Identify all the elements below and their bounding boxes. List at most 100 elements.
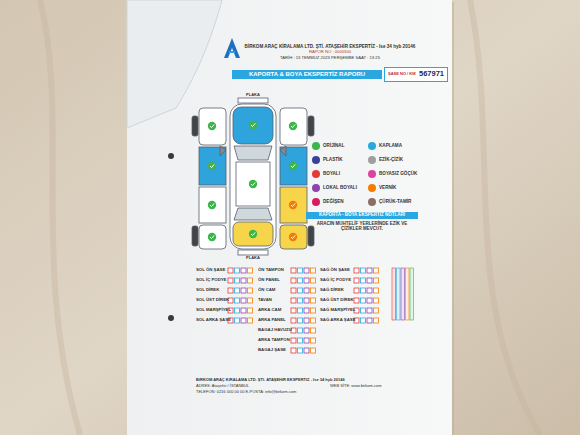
legend-swatch <box>368 198 376 206</box>
vertical-legend-strips <box>392 268 414 320</box>
legend-label: DEĞİŞEN <box>323 199 344 204</box>
footer-text: ADRES: Ataşehir / İSTANBUL <box>196 384 249 388</box>
table-row-label: ARKA TAMPON <box>258 338 290 343</box>
checkbox <box>235 308 240 313</box>
table-row-label: ARKA CAM <box>258 308 281 313</box>
checkbox <box>304 288 309 293</box>
table-row-label: BAGAJ HAVUZU <box>258 328 292 333</box>
checkbox <box>311 318 316 323</box>
legend-entry: DEĞİŞEN <box>312 198 344 206</box>
checkbox <box>298 288 303 293</box>
report-number: RAPOR NO : 0000300 <box>309 50 351 55</box>
notes-band: KAPORTA - BOYA EKSPERTİZ NOTLARI <box>306 212 418 219</box>
legend-entry: ORİJİNAL <box>312 142 344 150</box>
checkbox <box>304 348 309 353</box>
table-row-label: SAĞ ÜST DİREK <box>320 298 354 303</box>
paper-sheet <box>127 0 452 435</box>
legend-swatch <box>368 184 376 192</box>
checkbox <box>367 278 372 283</box>
checkbox <box>304 278 309 283</box>
legend-entry: BOYASIZ GÖÇÜK <box>368 170 417 178</box>
checkbox <box>361 288 366 293</box>
checkbox <box>241 308 246 313</box>
checkbox <box>291 308 296 313</box>
checkbox <box>374 318 379 323</box>
checkbox <box>291 268 296 273</box>
table-row-label: SAĞ ARKA ŞASE <box>320 318 356 323</box>
checkbox <box>374 298 379 303</box>
checkbox <box>304 338 309 343</box>
checkbox <box>235 268 240 273</box>
table-row-label: TAVAN <box>258 298 272 303</box>
checkbox <box>298 308 303 313</box>
punch-hole <box>168 153 174 159</box>
legend-entry: KAPLAMA <box>368 142 402 150</box>
legend-swatch <box>312 142 320 150</box>
checkbox <box>291 348 296 353</box>
checkbox <box>354 298 359 303</box>
table-row-label: ÖN CAM <box>258 288 275 293</box>
punch-hole <box>168 315 174 321</box>
legend-entry: BOYALI <box>312 170 340 178</box>
checkbox <box>311 338 316 343</box>
legend-swatch <box>312 156 320 164</box>
checkbox <box>248 288 253 293</box>
checkbox <box>241 288 246 293</box>
table-row-label: SOL DİREK <box>196 288 219 293</box>
checkbox <box>361 318 366 323</box>
checkbox <box>248 298 253 303</box>
legend-label: BOYALI <box>323 171 340 176</box>
legend-label: KAPLAMA <box>379 143 402 148</box>
checkbox <box>354 278 359 283</box>
checkbox <box>235 298 240 303</box>
checkbox <box>304 268 309 273</box>
checkbox <box>291 338 296 343</box>
checkbox <box>298 328 303 333</box>
inspection-note: ARACIN MUHTELİF YERLERİNDE EZİK VE ÇİZİK… <box>307 222 417 232</box>
checkbox <box>241 278 246 283</box>
checkbox <box>235 278 240 283</box>
table-row-label: SAĞ ÖN ŞASE <box>320 268 350 273</box>
table-row-label: ÖN PANEL <box>258 278 280 283</box>
checkbox <box>354 268 359 273</box>
legend-entry: PLASTİK <box>312 156 343 164</box>
checkbox <box>311 298 316 303</box>
checkbox <box>367 318 372 323</box>
table-row-label: SAĞ İÇ PODYE <box>320 278 351 283</box>
checkbox <box>228 288 233 293</box>
legend-swatch <box>368 156 376 164</box>
checkbox <box>248 318 253 323</box>
legend-label: EZİK-ÇİZİK <box>379 157 403 162</box>
serial-box: ŞASE NO / KM567971 <box>384 67 448 82</box>
plate-label: PLAKA <box>246 256 260 260</box>
node-heading: KAPORTA - BOYA EKSPERTİZ NOTLARI <box>319 213 405 218</box>
checkbox <box>367 268 372 273</box>
company-header: BİRKOM ARAÇ KİRALAMA LTD. ŞTİ. ATAŞEHİR … <box>245 44 416 49</box>
marble-vein <box>40 0 540 435</box>
legend-entry: ÇÜRÜK-TAMİR <box>368 198 411 206</box>
legend-label: PLASTİK <box>323 157 343 162</box>
table-row-label: SAĞ DİREK <box>320 288 344 293</box>
checkbox <box>304 298 309 303</box>
node-heading: ŞASE NO / KM <box>388 72 416 76</box>
footer-text: WEB SİTE: www.birkom.com <box>330 384 382 388</box>
legend-swatch <box>368 142 376 150</box>
checkbox <box>298 338 303 343</box>
node-value: 567971 <box>419 70 444 78</box>
legend-swatch <box>312 198 320 206</box>
car-diagram <box>192 98 314 255</box>
table-row-label: SOL İÇ PODYE <box>196 278 226 283</box>
checkbox <box>298 318 303 323</box>
table-row-label: SOL ÜST DİREK <box>196 298 229 303</box>
checkbox <box>374 288 379 293</box>
checkbox <box>367 298 372 303</box>
table-row-label: BAGAJ ŞASE <box>258 348 286 353</box>
legend-label: LOKAL BOYALI <box>323 185 357 190</box>
table-row-label: SAĞ MARŞPİYEL <box>320 308 356 313</box>
checkbox <box>311 348 316 353</box>
checkbox <box>311 308 316 313</box>
checkbox <box>235 318 240 323</box>
checkbox <box>241 318 246 323</box>
table-row-label: SOL ARKA ŞASE <box>196 318 231 323</box>
